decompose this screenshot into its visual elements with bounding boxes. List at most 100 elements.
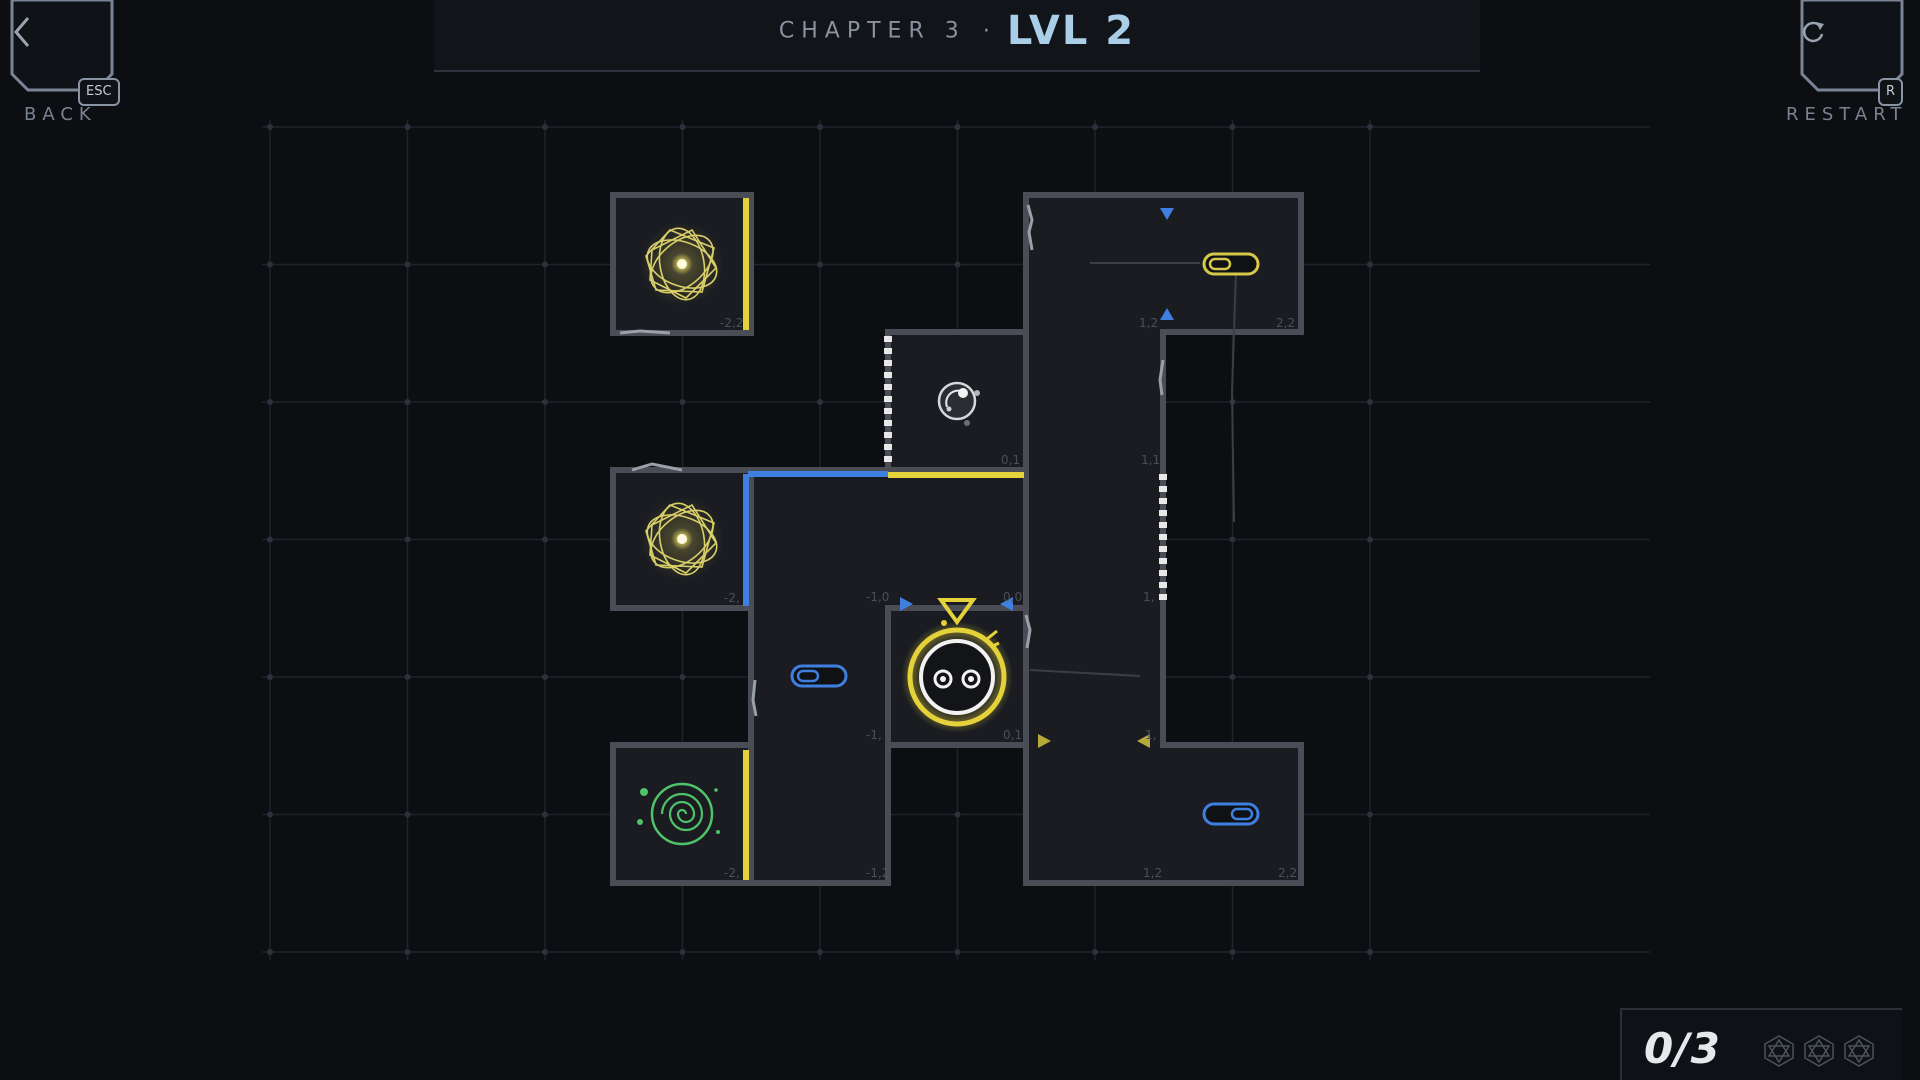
collected-counter: 0/3 xyxy=(1644,1024,1721,1073)
dashed-gates xyxy=(884,336,1167,604)
cell-label: 0,0 xyxy=(1003,590,1022,604)
arrow-right-icon xyxy=(1038,734,1051,748)
cell-label: 1, xyxy=(1143,590,1154,604)
room-tile xyxy=(610,742,754,886)
grid-dot xyxy=(817,949,823,955)
cell-label: 1,2 xyxy=(1139,316,1158,330)
grid-dot xyxy=(954,811,961,818)
player-robot[interactable] xyxy=(901,598,1013,733)
grid-dot xyxy=(267,399,273,405)
grid-dot xyxy=(679,949,686,955)
title-separator: · xyxy=(982,18,990,44)
back-button[interactable]: ESC BACK xyxy=(10,0,120,125)
grid-dot xyxy=(1092,124,1098,130)
yellow-capsule-switch[interactable] xyxy=(1202,252,1260,276)
grid-dot xyxy=(267,536,273,543)
geometric-gem-icon xyxy=(1804,1035,1834,1067)
blue-capsule-switch[interactable] xyxy=(1202,802,1260,826)
esc-key-badge: ESC xyxy=(78,78,120,106)
grid-dot xyxy=(954,949,961,955)
grid-dot xyxy=(817,124,823,130)
grid-dot xyxy=(542,811,548,818)
chapter-title: CHAPTER 3 xyxy=(778,18,966,44)
trace-lines xyxy=(1029,262,1237,677)
swirl-orb-icon[interactable] xyxy=(937,381,980,426)
r-key-badge: R xyxy=(1878,78,1904,106)
cell-label: 2,2 xyxy=(1278,866,1297,880)
cell-label: -1,2 xyxy=(866,866,889,880)
grid-dot xyxy=(1367,261,1373,268)
direction-arrows xyxy=(900,208,1174,748)
wall-cracks xyxy=(619,204,1165,717)
grid-dot xyxy=(1229,949,1236,955)
grid-dot xyxy=(542,674,548,680)
restart-button[interactable]: R RESTART xyxy=(1786,0,1904,125)
grid-dot xyxy=(404,949,411,955)
grid-dot xyxy=(542,124,548,130)
back-label: BACK xyxy=(24,104,97,125)
grid-dot xyxy=(404,811,411,818)
grid-dot xyxy=(1367,811,1373,818)
grid-dot xyxy=(267,674,273,680)
grid-dot xyxy=(404,124,411,130)
grid-dot xyxy=(1229,674,1236,680)
arrow-right-icon xyxy=(900,597,913,611)
grid-dot xyxy=(1367,124,1373,130)
arrow-left-icon xyxy=(1137,734,1150,748)
cell-label: -2, xyxy=(724,866,740,880)
grid-dot xyxy=(1367,399,1373,405)
grid-dot xyxy=(679,399,686,405)
arrow-left-icon xyxy=(1000,597,1013,611)
energy-orb-icon[interactable] xyxy=(640,222,724,306)
geometric-gem-icon xyxy=(1764,1035,1794,1067)
grid-dot xyxy=(542,536,548,543)
grid-dot xyxy=(1229,124,1236,130)
grid-dot xyxy=(679,124,686,130)
spiral-portal-icon[interactable] xyxy=(637,782,720,846)
facing-indicator-icon xyxy=(937,598,977,626)
grid-dot xyxy=(954,261,961,268)
arrow-down-icon xyxy=(1160,208,1174,220)
cell-label: -1, xyxy=(866,728,882,742)
level-title-bar: CHAPTER 3 · LVL 2 xyxy=(434,0,1480,72)
room-region xyxy=(1023,192,1304,886)
grid-dot xyxy=(817,261,823,268)
grid-dot xyxy=(267,949,273,955)
grid-dot xyxy=(267,811,273,818)
grid-dot xyxy=(267,124,273,130)
cell-label: 0,1 xyxy=(1001,453,1020,467)
cell-label: -2,2 xyxy=(720,316,743,330)
cell-label: 1,2 xyxy=(1143,866,1162,880)
grid-dot xyxy=(1229,536,1236,543)
grid-dot xyxy=(679,674,686,680)
cell-label: 2,2 xyxy=(1276,316,1295,330)
blue-capsule-switch[interactable] xyxy=(790,664,848,688)
cell-label: 0,1 xyxy=(1003,728,1022,742)
energy-orb-icon[interactable] xyxy=(640,497,724,581)
grid-dot xyxy=(404,399,411,405)
grid-dot xyxy=(954,124,961,130)
collectible-progress-panel: 0/3 xyxy=(1620,1008,1902,1080)
geometric-gem-icon xyxy=(1844,1035,1874,1067)
grid-dot xyxy=(267,261,273,268)
grid-dot xyxy=(1367,536,1373,543)
grid-dot xyxy=(542,399,548,405)
cell-labels: -2,2 -2, -2, -1,0 -1, -1,2 0,1 0,0 0,1 1… xyxy=(720,316,1297,880)
grid-dot xyxy=(404,261,411,268)
grid-dot xyxy=(542,261,548,268)
grid-dot xyxy=(404,674,411,680)
grid-dot xyxy=(1367,949,1373,955)
grid-dot xyxy=(542,949,548,955)
colored-walls xyxy=(743,198,1024,880)
cell-label: -1,0 xyxy=(866,590,889,604)
grid-dot xyxy=(404,536,411,543)
cell-label: -2, xyxy=(724,591,740,605)
restart-label: RESTART xyxy=(1786,104,1908,125)
grid-dot xyxy=(1092,949,1098,955)
arrow-up-icon xyxy=(1160,308,1174,320)
cell-label: 1,1 xyxy=(1141,453,1160,467)
cell-label: 1, xyxy=(1145,728,1156,742)
grid-dot xyxy=(1367,674,1373,680)
